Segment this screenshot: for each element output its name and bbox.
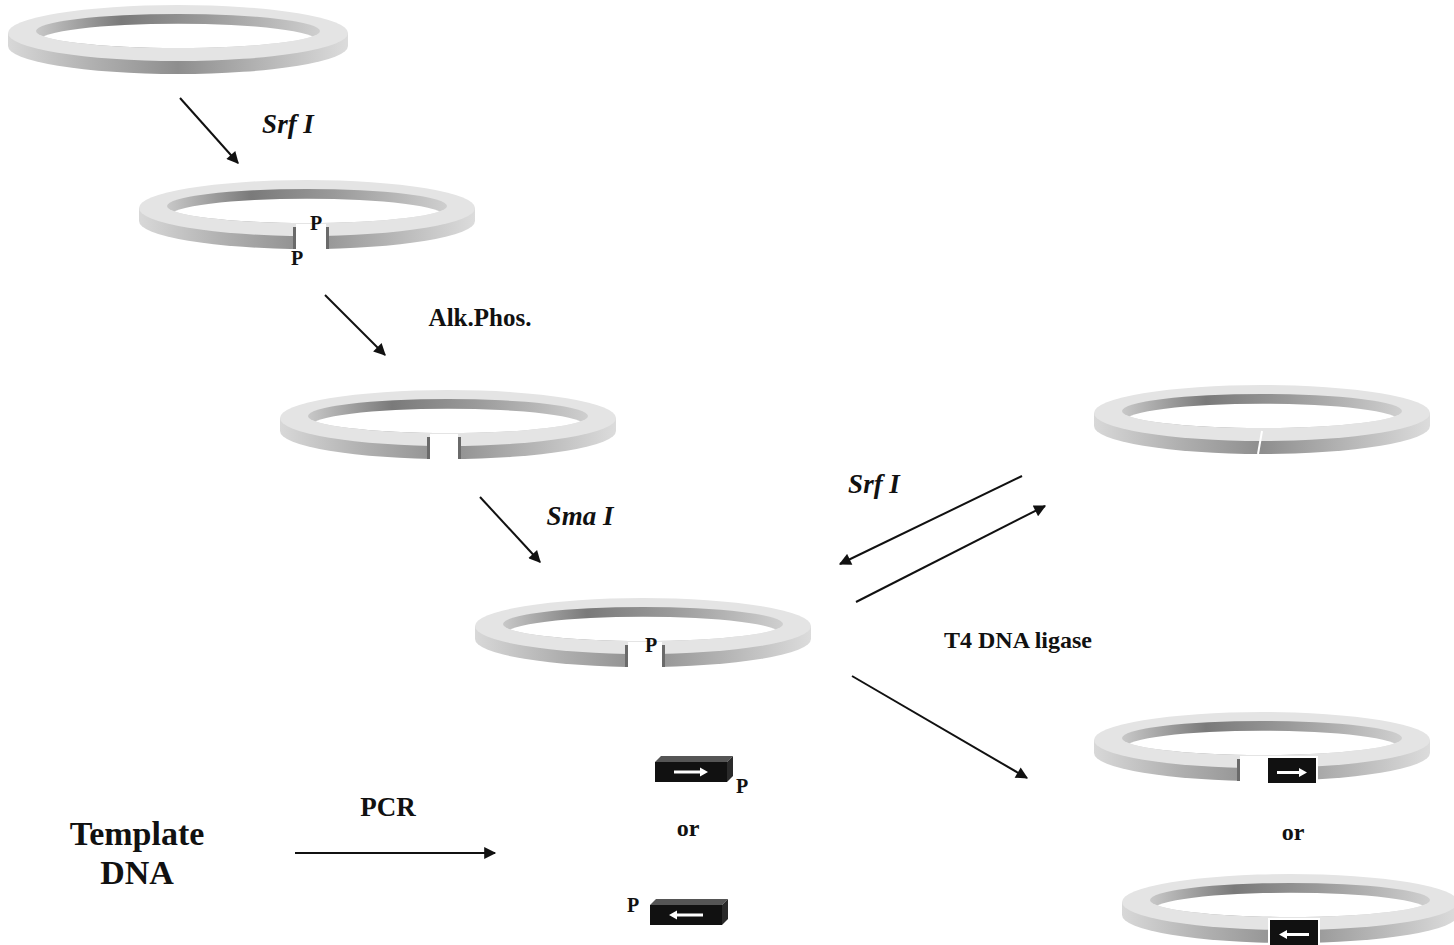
pcr-product <box>650 899 728 925</box>
process-arrow <box>852 676 1027 778</box>
step-label: Srf I <box>848 469 900 500</box>
step-label: or <box>1282 819 1305 847</box>
process-arrow <box>180 98 238 163</box>
step-label: Sma I <box>547 501 614 532</box>
step-label: or <box>677 815 700 843</box>
plasmid-ring <box>1094 385 1430 454</box>
plasmid-ring <box>1122 874 1454 945</box>
step-label: PCR <box>360 792 416 823</box>
plasmid-ring <box>1094 712 1430 783</box>
phosphate-mark: P <box>291 247 303 270</box>
step-label: T4 DNA ligase <box>944 627 1092 655</box>
plasmid-ring <box>280 390 616 461</box>
plasmid-ring <box>8 5 348 74</box>
phosphate-mark: P <box>736 775 748 798</box>
step-label: Alk.Phos. <box>429 304 532 333</box>
pcr-product <box>655 756 733 782</box>
process-arrow <box>295 852 495 854</box>
phosphate-mark: P <box>310 212 322 235</box>
phosphate-mark: P <box>645 634 657 657</box>
process-arrow <box>480 497 540 562</box>
process-arrow <box>325 295 385 355</box>
process-arrow <box>856 506 1045 602</box>
plasmid-ring <box>475 598 811 669</box>
step-label: Srf I <box>262 109 314 140</box>
step-label: Template DNA <box>57 814 217 892</box>
plasmid-ring <box>139 180 475 251</box>
phosphate-mark: P <box>627 894 639 917</box>
